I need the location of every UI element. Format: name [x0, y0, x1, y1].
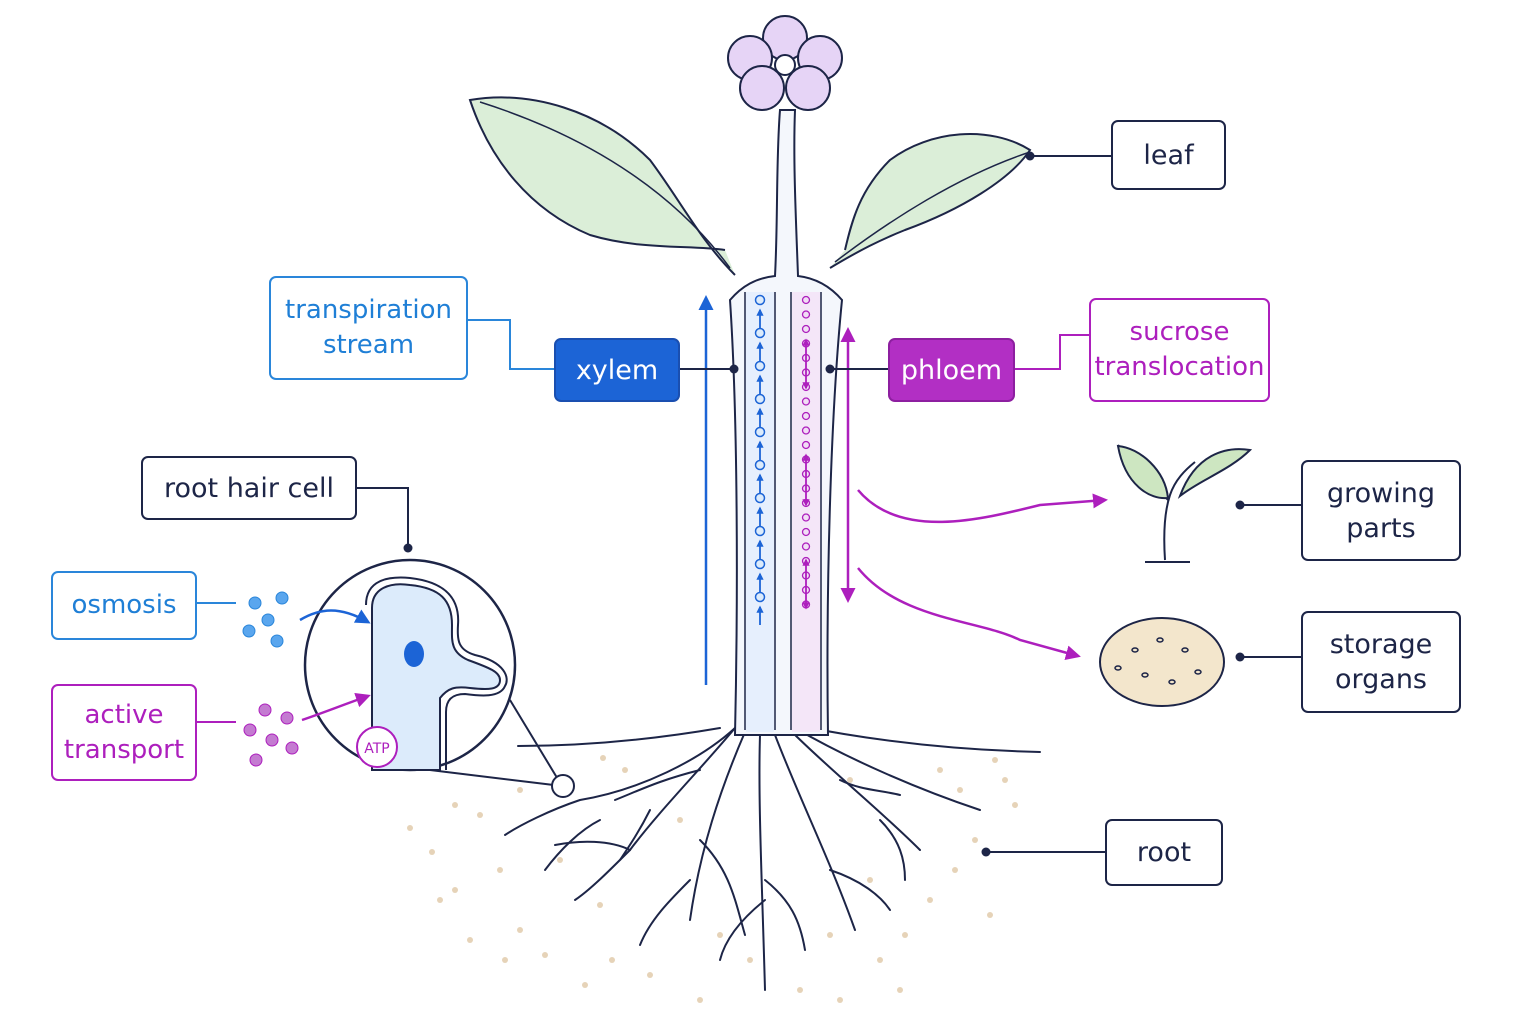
tuber-icon — [1099, 617, 1225, 707]
soil-dot — [597, 902, 603, 908]
soil-dot — [437, 897, 443, 903]
sucrose-dot — [801, 310, 811, 319]
water-dot — [754, 591, 766, 603]
root-label: root — [1105, 819, 1223, 886]
soil-dot — [542, 952, 548, 958]
soil-dot — [797, 987, 803, 993]
sucrose-dot — [801, 426, 811, 435]
soil-dot — [609, 957, 615, 963]
left-leaf — [468, 96, 736, 276]
soil-dot — [972, 837, 978, 843]
root-system — [504, 725, 1041, 991]
soil-dot — [557, 857, 563, 863]
water-dot — [754, 393, 766, 405]
soil-dot — [867, 877, 873, 883]
water-dot — [754, 426, 766, 438]
soil-dot — [927, 897, 933, 903]
soil-dot — [497, 867, 503, 873]
soil-particles — [407, 755, 1018, 1003]
storage-organs-label: storage organs — [1301, 611, 1461, 713]
atp-badge — [356, 726, 398, 768]
transpiration-stream-label: transpiration stream — [269, 276, 468, 380]
soil-dot — [937, 767, 943, 773]
sucrose-dot — [801, 324, 811, 334]
soil-dot — [1012, 802, 1018, 808]
soil-dot — [897, 987, 903, 993]
osmosis-label: osmosis — [51, 571, 197, 640]
sucrose-dot — [801, 295, 811, 305]
water-dot — [754, 459, 766, 471]
soil-dot — [622, 767, 628, 773]
soil-dot — [837, 997, 843, 1003]
water-dot — [754, 294, 766, 306]
active-transport-arrow — [301, 692, 371, 722]
xylem-label: xylem — [554, 338, 680, 402]
osmosis-arrow — [299, 609, 371, 624]
ion-particles — [243, 703, 299, 767]
soil-dot — [992, 757, 998, 763]
soil-dot — [582, 982, 588, 988]
soil-dot — [847, 777, 853, 783]
soil-dot — [517, 787, 523, 793]
soil-dot — [502, 957, 508, 963]
soil-dot — [1002, 777, 1008, 783]
soil-dot — [452, 887, 458, 893]
flow-to-growing-arrow — [857, 489, 1108, 524]
soil-dot — [517, 927, 523, 933]
sucrose-dot — [801, 542, 811, 551]
atp-text: ATP — [364, 741, 389, 757]
sucrose-dot — [801, 397, 811, 406]
water-molecules — [242, 591, 289, 648]
sucrose-dot — [801, 513, 811, 522]
sucrose-translocation-label: sucrose translocation — [1089, 298, 1270, 402]
soil-dot — [600, 755, 606, 761]
sucrose-dot — [801, 411, 811, 421]
water-dot — [754, 360, 766, 372]
soil-dot — [647, 972, 653, 978]
soil-dot — [902, 932, 908, 938]
connector-lines — [357, 155, 1302, 853]
phloem-sucrose-dots — [801, 295, 811, 610]
soil-dot — [877, 957, 883, 963]
leaf-label: leaf — [1111, 120, 1226, 190]
soil-dot — [697, 997, 703, 1003]
soil-dot — [747, 957, 753, 963]
sucrose-dot — [801, 440, 811, 450]
root-hair-marker — [551, 774, 575, 798]
right-leaf — [829, 133, 1032, 269]
soil-dot — [957, 787, 963, 793]
connector-lines-purple — [197, 334, 1090, 723]
root-hair-cell-label: root hair cell — [141, 456, 357, 520]
water-dot — [754, 525, 766, 537]
soil-dot — [952, 867, 958, 873]
soil-dot — [717, 932, 723, 938]
soil-dot — [987, 912, 993, 918]
flow-to-storage-arrow — [857, 567, 1081, 661]
growing-parts-label: growing parts — [1301, 460, 1461, 561]
connector-dots — [403, 151, 1245, 857]
soil-dot — [452, 802, 458, 808]
seedling-icon — [1116, 444, 1253, 563]
soil-dot — [429, 849, 435, 855]
xylem-water-dots — [754, 294, 766, 625]
connector-lines-blue — [197, 319, 554, 604]
soil-dot — [677, 817, 683, 823]
water-dot — [754, 327, 766, 339]
soil-dot — [467, 937, 473, 943]
active-transport-label: active transport — [51, 684, 197, 781]
water-dot — [754, 492, 766, 504]
phloem-label: phloem — [888, 338, 1015, 402]
sucrose-dot — [801, 527, 811, 537]
water-dot — [754, 558, 766, 570]
soil-dot — [827, 932, 833, 938]
root-hair-cell-magnifier — [303, 558, 517, 772]
soil-dot — [477, 812, 483, 818]
flower — [727, 15, 843, 111]
soil-dot — [407, 825, 413, 831]
